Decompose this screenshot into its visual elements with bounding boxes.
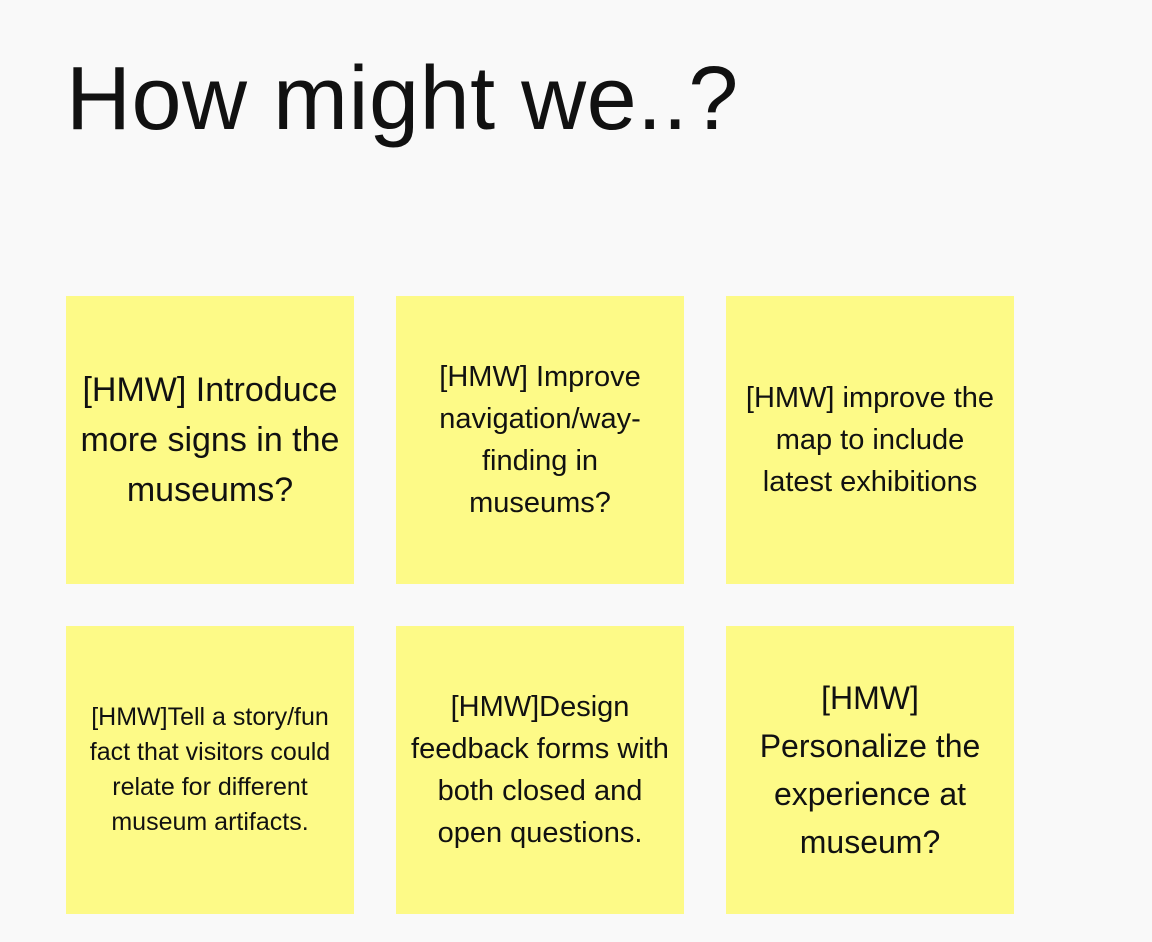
sticky-note-introduce-signs[interactable]: [HMW] Introduce more signs in the museum…: [66, 296, 354, 584]
sticky-note-text: [HMW] improve the map to include latest …: [745, 382, 995, 498]
sticky-note-improve-navigation[interactable]: [HMW] Improve navigation/way-finding in …: [396, 296, 684, 584]
page-title: How might we..?: [66, 49, 739, 149]
sticky-note-text: [HMW] Introduce more signs in the museum…: [80, 371, 340, 509]
sticky-note-text: [HMW]Design feedback forms with both clo…: [411, 691, 669, 849]
sticky-note-improve-map[interactable]: [HMW] improve the map to include latest …: [726, 296, 1014, 584]
sticky-note-text: [HMW]Tell a story/fun fact that visitors…: [89, 703, 331, 836]
sticky-note-text: [HMW] Personalize the experience at muse…: [759, 680, 981, 860]
sticky-note-tell-story[interactable]: [HMW]Tell a story/fun fact that visitors…: [66, 626, 354, 914]
sticky-note-design-feedback-forms[interactable]: [HMW]Design feedback forms with both clo…: [396, 626, 684, 914]
sticky-note-personalize-experience[interactable]: [HMW] Personalize the experience at muse…: [726, 626, 1014, 914]
sticky-note-text: [HMW] Improve navigation/way-finding in …: [439, 361, 641, 519]
